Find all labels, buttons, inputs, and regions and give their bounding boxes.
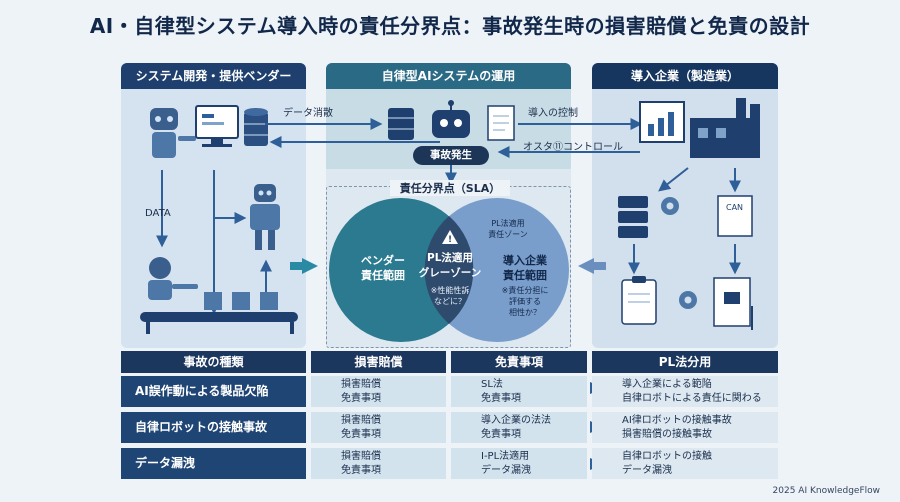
table-cell: 導入企業の法法 免責事項 bbox=[451, 412, 587, 443]
row-label: AI誤作動による製品欠陥 bbox=[121, 376, 306, 407]
warning-icon bbox=[442, 230, 458, 244]
row-label: 自律ロボットの接触事故 bbox=[121, 412, 306, 443]
law-document-icon bbox=[713, 277, 753, 330]
company-scope-label-2: 責任範囲 bbox=[503, 269, 547, 282]
cell-line: 損害賠償 bbox=[341, 379, 381, 390]
cell-line: データ漏洩 bbox=[481, 465, 531, 476]
cell-line: AI律ロボットの接触事故 bbox=[622, 415, 732, 426]
cell-line: 免責事項 bbox=[341, 429, 381, 440]
gray-note-1: ※性能性訴 bbox=[430, 286, 470, 295]
database-icon bbox=[244, 108, 268, 146]
robot-arm-icon bbox=[148, 257, 198, 300]
svg-text:!: ! bbox=[448, 235, 452, 245]
cell-line: 免責事項 bbox=[481, 393, 521, 404]
pl-zone-label-1: PL法適用 bbox=[491, 219, 525, 228]
table-cell: 導入企業による範陥 自律ロボトによる責任に関わる bbox=[592, 376, 778, 407]
humanoid-robot-icon bbox=[250, 184, 280, 250]
server-icon bbox=[388, 108, 414, 140]
cell-line: データ漏洩 bbox=[622, 465, 672, 476]
cell-line: SL法 bbox=[481, 379, 503, 390]
data-label: DATA bbox=[145, 208, 171, 219]
accident-badge: 事故発生 bbox=[413, 146, 489, 165]
cell-line: 自律ロボットの接触 bbox=[622, 451, 712, 462]
cell-line: 導入企業の法法 bbox=[481, 415, 551, 426]
monitor-icon bbox=[195, 105, 239, 147]
conveyor-belt-icon bbox=[140, 292, 298, 334]
gear-icon-2 bbox=[679, 291, 697, 309]
header-damages: 損害賠償 bbox=[311, 351, 446, 373]
cell-line: 導入企業による範陥 bbox=[622, 379, 712, 390]
cell-line: 免責事項 bbox=[341, 393, 381, 404]
company-note-3: 相性か？ bbox=[509, 308, 541, 317]
factory-icon bbox=[690, 98, 760, 158]
gray-note-2: などに？ bbox=[434, 297, 466, 306]
company-note-1: ※責任分担に bbox=[501, 286, 549, 295]
vendor-scope-label-2: 責任範囲 bbox=[361, 269, 405, 282]
header-pl-law: PL法分用 bbox=[592, 351, 778, 373]
dashboard-icon bbox=[639, 101, 685, 143]
right-arrow-icon bbox=[302, 258, 318, 274]
cell-line: 損害賠償 bbox=[341, 451, 381, 462]
data-flow-label: データ消散 bbox=[283, 108, 333, 119]
server-rack-icon bbox=[618, 196, 648, 238]
vendor-robot-icon bbox=[150, 108, 196, 158]
cell-line: 免責事項 bbox=[481, 429, 521, 440]
vendor-panel-header: システム開発・提供ベンダー bbox=[121, 63, 306, 89]
sla-title: 責任分界点（SLA） bbox=[390, 180, 510, 196]
document-icon bbox=[487, 105, 515, 141]
cell-line: 損害賠償の接触事故 bbox=[622, 429, 712, 440]
table-cell: 損害賠償 免責事項 bbox=[311, 448, 446, 479]
page-title: AI・自律型システム導入時の責任分界点：事故発生時の損害賠償と免責の設計 bbox=[89, 14, 811, 38]
row-label: データ漏洩 bbox=[121, 448, 306, 479]
can-label: CAN bbox=[726, 203, 744, 212]
vendor-scope-label-1: ベンダー bbox=[361, 254, 405, 267]
ai-robot-icon bbox=[432, 100, 470, 138]
table-cell: 損害賠償 免責事項 bbox=[311, 376, 446, 407]
intro-control-label: 導入の控制 bbox=[528, 108, 578, 119]
clipboard-icon bbox=[621, 276, 657, 325]
oster-control-label: オスタ⑪コントロール bbox=[523, 142, 623, 153]
cell-line: I-PL法適用 bbox=[481, 451, 530, 462]
table-cell: I-PL法適用 データ漏洩 bbox=[451, 448, 587, 479]
header-exemption: 免責事項 bbox=[451, 351, 587, 373]
can-document-icon bbox=[717, 195, 753, 237]
header-accident-type: 事故の種類 bbox=[121, 351, 306, 373]
cell-line: 自律ロボトによる責任に関わる bbox=[622, 393, 762, 404]
table-cell: 自律ロボットの接触 データ漏洩 bbox=[592, 448, 778, 479]
cell-line: 免責事項 bbox=[341, 465, 381, 476]
footer-credit: 2025 AI KnowledgeFlow bbox=[772, 486, 880, 496]
gray-zone-label-2: グレーゾーン bbox=[418, 267, 482, 279]
pl-zone-label-2: 責任ゾーン bbox=[488, 230, 528, 239]
gear-icon bbox=[661, 197, 679, 215]
left-arrow-icon bbox=[578, 258, 594, 274]
table-cell: AI律ロボットの接触事故 損害賠償の接触事故 bbox=[592, 412, 778, 443]
company-scope-label-1: 導入企業 bbox=[503, 254, 547, 267]
company-note-2: 評価する bbox=[509, 297, 541, 306]
table-cell: 損害賠償 免責事項 bbox=[311, 412, 446, 443]
gray-zone-label-1: PL法適用 bbox=[427, 252, 473, 264]
cell-line: 損害賠償 bbox=[341, 415, 381, 426]
table-cell: SL法 免責事項 bbox=[451, 376, 587, 407]
ai-ops-panel-header: 自律型AIシステムの運用 bbox=[326, 63, 571, 89]
company-panel-header: 導入企業（製造業） bbox=[592, 63, 778, 89]
